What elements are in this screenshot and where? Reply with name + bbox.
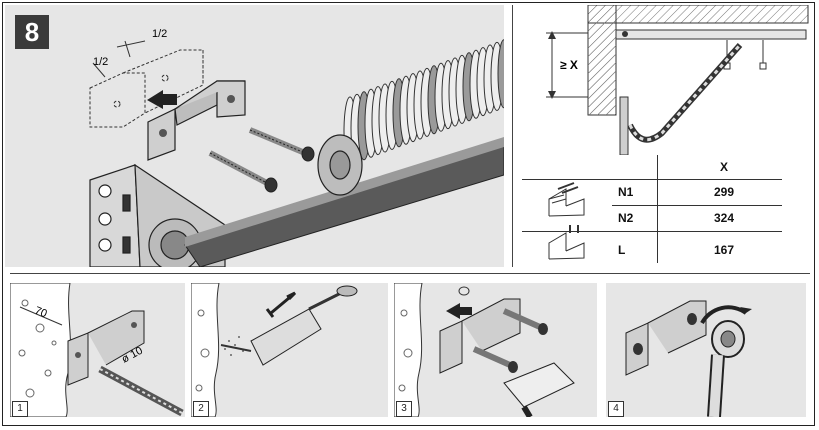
- table-header-x: X: [720, 160, 729, 174]
- substep-panel-insert: 3: [394, 283, 597, 417]
- table-row-value: 167: [714, 243, 735, 257]
- ceiling: [587, 5, 809, 24]
- table-row-value: 299: [714, 185, 735, 199]
- dim-70: 70: [33, 305, 49, 321]
- table-row-value: 324: [714, 211, 735, 225]
- table-row-label: L: [618, 243, 626, 257]
- anchor-bolts: [208, 127, 315, 193]
- dim-half-top: 1/2: [152, 28, 167, 40]
- spring-cone: [317, 134, 363, 196]
- substep-panel-tighten: 4: [606, 283, 806, 417]
- clearance-dim-label: ≥ X: [560, 58, 578, 72]
- tighten-illustration: [625, 300, 752, 417]
- clearance-panel: ≥ X X N1 299 N2 324 L 167: [512, 5, 812, 267]
- dim-half-left: 1/2: [93, 56, 108, 68]
- direction-arrow: [147, 90, 177, 109]
- spring-coil: [497, 39, 504, 109]
- table-row-label: N1: [618, 185, 634, 199]
- lintel-clearance-diagram: ≥ X: [546, 5, 809, 155]
- spring-shaft-bracket-illustration: 1/2 1/2: [89, 28, 504, 267]
- ceiling-rail: [615, 29, 807, 40]
- panel-divider: [512, 5, 513, 267]
- substep-panel-clean: 2: [191, 283, 388, 417]
- clearance-table: X N1 299 N2 324 L 167: [522, 155, 782, 265]
- blow-out-illustration: [191, 283, 358, 417]
- step-number-badge: 8: [15, 15, 49, 49]
- section-divider: [10, 273, 810, 274]
- drill-illustration: 70 ø 10: [10, 283, 184, 417]
- table-row-label: N2: [618, 211, 634, 225]
- torsion-spring: [343, 39, 504, 166]
- substep-number: 2: [193, 401, 209, 417]
- main-illustration-panel: 8 1/2 1/2: [5, 5, 504, 267]
- substep-number: 3: [396, 401, 412, 417]
- substep-number: 1: [12, 401, 28, 417]
- substep-number: 4: [608, 401, 624, 417]
- insert-anchors-illustration: [394, 283, 575, 417]
- door-leaf: [619, 96, 629, 155]
- dashed-bracket-outline: [89, 49, 204, 128]
- bracket-type-icons: [548, 182, 585, 260]
- substep-panel-drill: 70 ø 10 1: [10, 283, 185, 417]
